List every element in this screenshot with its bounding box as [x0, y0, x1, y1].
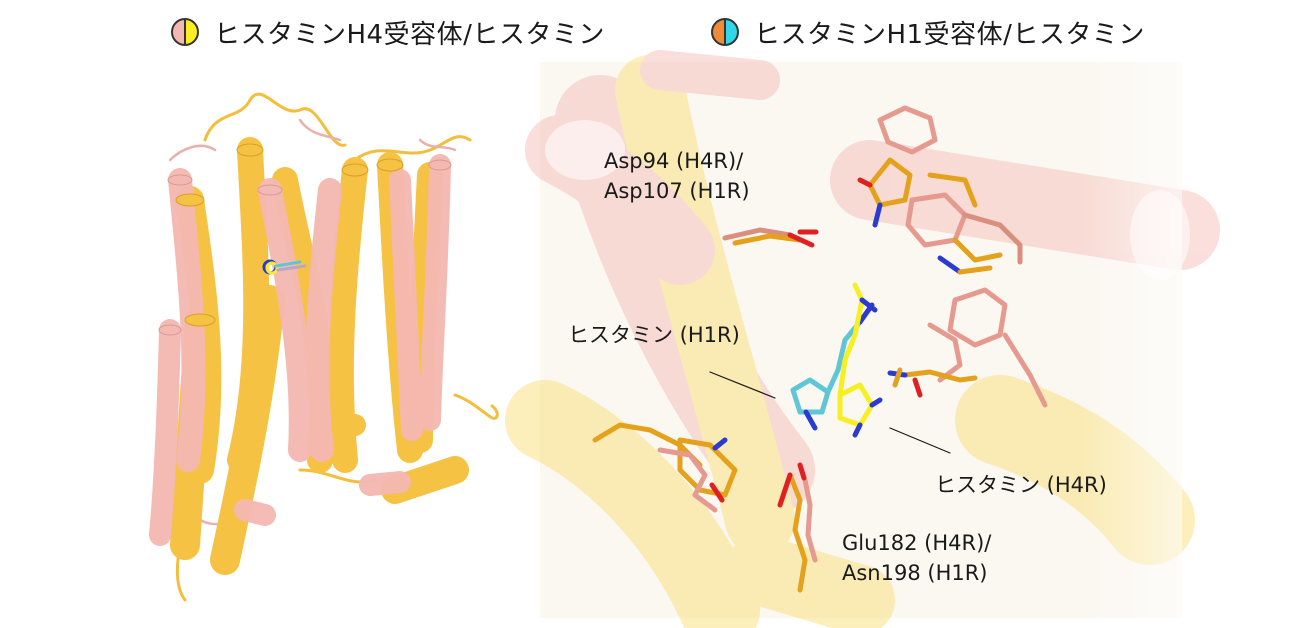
histamine-h1r-label: ヒスタミン (H1R) — [568, 323, 740, 347]
glu-residue-label: Glu182 (H4R)/ Asn198 (H1R) — [842, 528, 991, 588]
aromatic-cluster-top — [857, 105, 1023, 275]
h1r-color-swatch-icon — [711, 18, 739, 46]
h4r-helices — [149, 154, 451, 546]
legend-label-h1r: ヒスタミンH1受容体/ヒスタミン — [754, 19, 1145, 50]
helix-caps-pink — [158, 159, 452, 336]
histamine-h4r-ligand — [837, 282, 883, 438]
glu-residue — [777, 462, 818, 593]
legend-label-h4r: ヒスタミンH4受容体/ヒスタミン — [214, 19, 605, 50]
receptor-overview — [149, 92, 499, 602]
binding-pocket — [505, 50, 1220, 628]
asp-label-line1: Asp94 (H4R)/ — [604, 149, 744, 173]
leader-lines — [709, 371, 951, 454]
overview-ligand — [262, 259, 307, 275]
helix-caps — [175, 143, 404, 327]
legend: ヒスタミンH4受容体/ヒスタミン ヒスタミンH1受容体/ヒスタミン — [0, 10, 1300, 54]
legend-item-h4r: ヒスタミンH4受容体/ヒスタミン — [170, 10, 605, 54]
asp-residue-label: Asp94 (H4R)/ Asp107 (H1R) — [604, 146, 750, 206]
aromatic-cluster-bottom — [592, 422, 738, 513]
legend-item-h1r: ヒスタミンH1受容体/ヒスタミン — [710, 10, 1145, 54]
glu-label-line1: Glu182 (H4R)/ — [842, 531, 992, 555]
glu-label-line2: Asn198 (H1R) — [842, 561, 988, 585]
h4r-color-swatch-icon — [171, 18, 199, 46]
asp-label-line2: Asp107 (H1R) — [604, 179, 750, 203]
aromatic-cluster-right — [887, 287, 1048, 408]
asp-residue — [722, 227, 819, 248]
histamine-h4r-label: ヒスタミン (H4R) — [935, 473, 1107, 497]
